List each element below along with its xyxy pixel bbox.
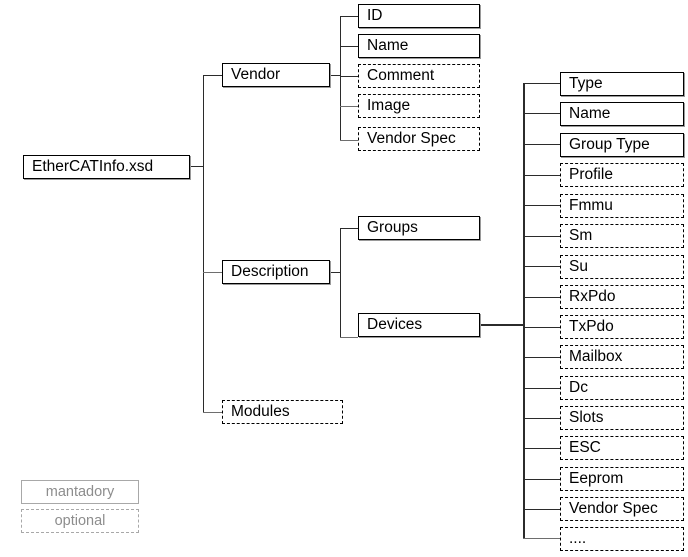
edge-devices-to-su (523, 266, 560, 267)
node-vendor-vendorspec[interactable]: Vendor Spec (358, 127, 480, 151)
node-label: Dc (569, 379, 588, 397)
node-label: Description (231, 263, 309, 281)
node-label: Name (569, 105, 611, 123)
node-vendor-name[interactable]: Name (358, 34, 480, 58)
node-label: Profile (569, 166, 613, 184)
edge-devices-to-eeprom (523, 479, 560, 480)
edge-vendor-to-comment (340, 76, 358, 77)
node-label: Image (367, 97, 411, 115)
node-label: Name (367, 37, 409, 55)
node-label: Vendor (231, 66, 281, 84)
node-label: EtherCATInfo.xsd (32, 158, 154, 176)
node-vendor-id[interactable]: ID (358, 4, 480, 28)
node-device-profile[interactable]: Profile (560, 163, 684, 187)
node-label: Type (569, 75, 603, 93)
node-label: Groups (367, 219, 418, 237)
edge-description-to-groups (340, 228, 358, 229)
node-label: Group Type (569, 136, 650, 154)
node-label: Vendor Spec (569, 500, 658, 518)
node-label: ESC (569, 439, 601, 457)
edge-devices-to-type (523, 83, 560, 84)
edge-devices-to-grouptype (523, 144, 560, 145)
edge-devices-trunk (523, 83, 525, 538)
edge-vendor-stub (330, 75, 340, 76)
edge-devices-to-dc (523, 388, 560, 389)
node-label: Devices (367, 316, 423, 334)
node-device-name[interactable]: Name (560, 102, 684, 126)
edge-vendor-to-name (340, 46, 358, 47)
legend-mandatory: mantadory (21, 480, 139, 504)
node-label: Slots (569, 409, 604, 427)
node-device-txpdo[interactable]: TxPdo (560, 315, 684, 339)
node-device-sm[interactable]: Sm (560, 224, 684, 248)
node-device-su[interactable]: Su (560, 255, 684, 279)
legend-label: mantadory (45, 483, 115, 500)
node-device-eeprom[interactable]: Eeprom (560, 467, 684, 491)
edge-description-trunk (340, 228, 341, 338)
node-device-more[interactable]: .... (560, 527, 684, 551)
node-label: Mailbox (569, 348, 623, 366)
node-label: Vendor Spec (367, 130, 456, 148)
edge-devices-to-txpdo (523, 327, 560, 328)
edge-devices-to-mailbox (523, 357, 560, 358)
node-device-esc[interactable]: ESC (560, 436, 684, 460)
node-label: Sm (569, 227, 593, 245)
edge-vendor-to-image (340, 106, 358, 107)
edge-devices-to-name (523, 113, 560, 114)
node-label: Eeprom (569, 470, 624, 488)
edge-root-trunk (203, 75, 204, 413)
edge-devices-to-vendorspec (523, 509, 560, 510)
edge-vendor-to-vendorspec (340, 140, 358, 141)
edge-vendor-to-id (340, 16, 358, 17)
edge-devices-to-esc (523, 448, 560, 449)
node-label: ID (367, 7, 383, 25)
node-device-mailbox[interactable]: Mailbox (560, 345, 684, 369)
node-device-fmmu[interactable]: Fmmu (560, 194, 684, 218)
node-device-type[interactable]: Type (560, 72, 684, 96)
edge-trunk-to-description (203, 272, 222, 273)
node-device-vendorspec[interactable]: Vendor Spec (560, 497, 684, 521)
node-label: Fmmu (569, 197, 613, 215)
node-groups[interactable]: Groups (358, 216, 480, 240)
edge-trunk-to-vendor (203, 75, 222, 76)
node-root[interactable]: EtherCATInfo.xsd (23, 155, 190, 179)
edge-devices-to-slots (523, 418, 560, 419)
node-label: TxPdo (569, 318, 614, 336)
node-description[interactable]: Description (222, 260, 330, 284)
node-label: Comment (367, 67, 435, 85)
edge-devices-stub (480, 324, 524, 326)
edge-description-to-devices (340, 337, 358, 338)
edge-devices-to-fmmu (523, 205, 560, 206)
node-vendor[interactable]: Vendor (222, 63, 330, 87)
edge-devices-to-more (523, 538, 560, 539)
edge-trunk-to-modules (203, 412, 222, 413)
node-label: Modules (231, 403, 290, 421)
edge-devices-to-rxpdo (523, 297, 560, 298)
edge-devices-to-sm (523, 236, 560, 237)
node-vendor-image[interactable]: Image (358, 94, 480, 118)
edge-description-stub (330, 272, 340, 273)
node-device-dc[interactable]: Dc (560, 376, 684, 400)
node-label: RxPdo (569, 288, 616, 306)
legend-optional: optional (21, 509, 139, 533)
node-device-rxpdo[interactable]: RxPdo (560, 285, 684, 309)
edge-root-stub (190, 166, 204, 167)
node-label: .... (569, 530, 587, 548)
node-vendor-comment[interactable]: Comment (358, 64, 480, 88)
node-label: Su (569, 258, 588, 276)
edge-vendor-trunk (340, 16, 341, 141)
node-modules[interactable]: Modules (222, 400, 343, 424)
legend-label: optional (54, 512, 106, 529)
node-device-grouptype[interactable]: Group Type (560, 133, 684, 157)
node-devices[interactable]: Devices (358, 313, 480, 337)
edge-devices-to-profile (523, 175, 560, 176)
node-device-slots[interactable]: Slots (560, 406, 684, 430)
